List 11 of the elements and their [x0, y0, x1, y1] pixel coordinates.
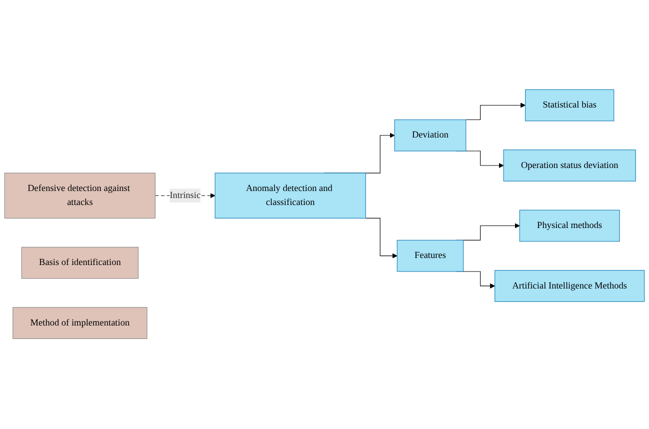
node-box: Statistical bias [525, 90, 614, 122]
node-box: Artificial Intelligence Methods [494, 270, 645, 302]
node-box: Features [396, 240, 464, 272]
edge-label: Intrinsic [170, 190, 201, 201]
node-box: Defensive detection against attacks [4, 173, 156, 219]
node-box: Physical methods [519, 210, 620, 242]
node-box: Anomaly detection and classification [214, 173, 366, 219]
node-box: Operation status deviation [503, 150, 636, 182]
node-box: Method of implementation [12, 307, 148, 340]
node-box: Basis of identification [21, 247, 139, 280]
node-box: Deviation [394, 120, 466, 152]
